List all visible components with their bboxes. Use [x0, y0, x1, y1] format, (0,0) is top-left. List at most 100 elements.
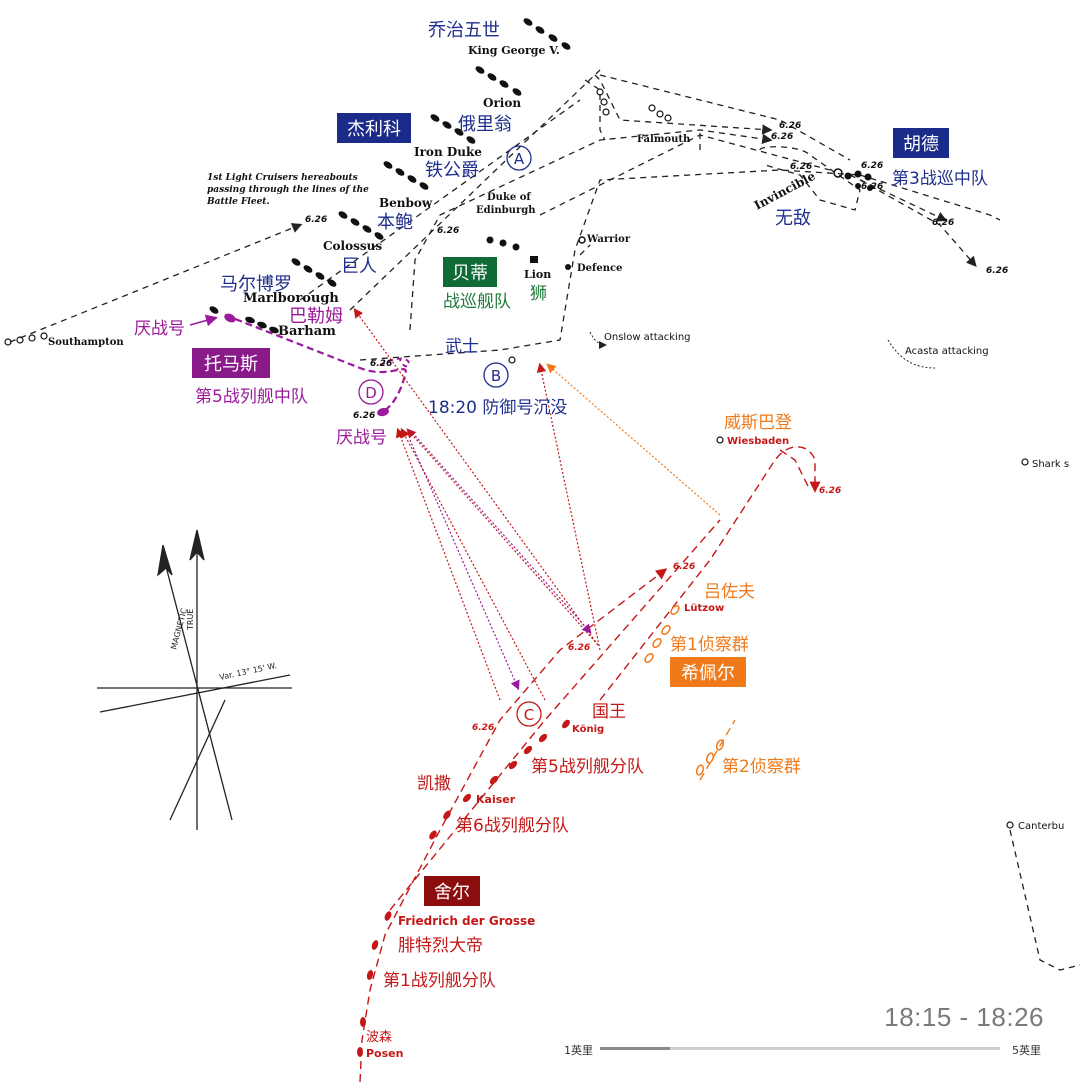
scale-bar-fill — [600, 1047, 670, 1050]
third-bc-squadron-label: 第3战巡中队 — [892, 169, 988, 189]
invincible-en: Invincible — [752, 169, 818, 213]
light-cruisers-line-2: passing through the lines of the — [207, 185, 369, 195]
marker-c: C — [516, 701, 542, 727]
thomas-box — [192, 348, 270, 378]
benbow-line — [383, 161, 429, 190]
time-range-label: 18:15 - 18:26 — [884, 1002, 1044, 1032]
southampton-ships — [4, 332, 48, 346]
marlborough-line — [291, 258, 337, 287]
svg-text:B: B — [491, 367, 501, 385]
scale-bar-track — [600, 1047, 1000, 1050]
time-mark: 6.26 — [353, 411, 375, 421]
friedrich-cn: 腓特烈大帝 — [398, 936, 483, 956]
sixth-division-label: 第6战列舰分队 — [456, 816, 569, 836]
compass-true-label: TRUE — [186, 609, 195, 631]
falmouth-en: Falmouth — [637, 134, 691, 145]
battlecruisers — [486, 236, 586, 364]
svg-text:D: D — [365, 384, 377, 402]
time-mark: 6.26 — [986, 266, 1008, 276]
invincible-cn: 无敌 — [775, 208, 811, 229]
circle-markers: A B C D — [358, 145, 542, 727]
german-tracks — [359, 446, 821, 1082]
british-ships — [4, 18, 1029, 829]
beatty-box — [443, 257, 497, 287]
warspite-label-2: 厌战号 — [336, 428, 387, 448]
jellicoe-label: 杰利科 — [347, 119, 401, 140]
southampton-en: Southampton — [48, 337, 124, 348]
colossus-en: Colossus — [323, 239, 382, 253]
light-cruisers-note: 1st Light Cruisers hereabouts passing th… — [206, 173, 369, 207]
warrior-en: Warrior — [586, 234, 631, 245]
compass: MAGNETIC TRUE Var. 13° 15' W. — [97, 529, 292, 830]
time-marks: 6.26 6.26 6.26 6.26 6.26 6.26 6.26 6.26 … — [305, 121, 1008, 733]
marker-b: B — [483, 362, 509, 388]
time-mark: 6.26 — [305, 215, 327, 225]
defence-sunk-label: 18:20 防御号沉没 — [428, 398, 567, 418]
barham-en: Barham — [278, 324, 336, 339]
time-mark: 6.26 — [861, 161, 883, 171]
onslow-label: Onslow attacking — [604, 332, 691, 343]
british-labels: 乔治五世 King George V. Orion 俄里翁 Iron Duke … — [48, 20, 1069, 832]
time-mark: 6.26 — [437, 226, 459, 236]
marlborough-en: Marlborough — [243, 291, 339, 306]
barham-line — [209, 306, 279, 334]
shark-label: Shark s — [1032, 459, 1069, 470]
thomas-label: 托马斯 — [204, 354, 258, 375]
marker-d: D — [358, 379, 384, 405]
scheer-label: 舍尔 — [434, 882, 470, 903]
friedrich-en: Friedrich der Grosse — [398, 914, 535, 928]
german-ships — [357, 719, 570, 1057]
posen-en: Posen — [366, 1047, 403, 1060]
time-mark: 6.26 — [370, 359, 392, 369]
hood-label: 胡德 — [903, 134, 939, 155]
hipper-label: 希佩尔 — [681, 663, 735, 684]
hood-squadron — [833, 168, 873, 191]
king-george-cn: 乔治五世 — [428, 20, 500, 41]
lutzow-en: Lützow — [684, 603, 724, 614]
time-mark: 6.26 — [819, 486, 841, 496]
wiesbaden-en: Wiesbaden — [727, 436, 789, 447]
benbow-en: Benbow — [379, 196, 433, 210]
scouting-ships — [644, 604, 725, 776]
acasta-label: Acasta attacking — [905, 346, 989, 357]
fifth-squadron-track — [189, 313, 410, 417]
barham-cn: 巴勒姆 — [289, 306, 343, 327]
fifth-squadron-label: 第5战列舰中队 — [195, 387, 308, 407]
svg-text:C: C — [524, 706, 534, 724]
lion-en: Lion — [524, 268, 551, 281]
fifth-division-label: 第5战列舰分队 — [531, 757, 644, 777]
iron-duke-line — [430, 114, 476, 144]
jellicoe-box — [337, 113, 411, 143]
king-george-line — [523, 18, 571, 50]
orion-line — [475, 66, 522, 96]
orion-en: Orion — [483, 96, 521, 110]
time-mark: 6.26 — [779, 121, 801, 131]
scale-left-label: 1英里 — [564, 1044, 593, 1057]
wiesbaden-cn: 威斯巴登 — [724, 413, 792, 433]
destroyer-attacks — [589, 331, 936, 369]
hipper-box — [670, 657, 746, 687]
konig-en: König — [572, 724, 604, 735]
defence-en: Defence — [577, 263, 622, 274]
benbow-cn: 本鲍 — [377, 212, 413, 233]
iron-duke-en: Iron Duke — [414, 145, 482, 159]
colossus-cn: 巨人 — [341, 256, 377, 277]
king-george-en: King George V. — [468, 44, 560, 57]
duke-edinburgh-en-2: Edinburgh — [476, 205, 536, 216]
kaiser-en: Kaiser — [476, 793, 516, 806]
british-tracks — [9, 69, 1080, 971]
german-labels: 威斯巴登 Wiesbaden 吕佐夫 Lützow 第1侦察群 第2侦察群 国王… — [366, 413, 801, 1060]
scale-right-label: 5英里 — [1012, 1044, 1041, 1057]
time-mark: 6.26 — [673, 562, 695, 572]
kaiser-cn: 凯撒 — [417, 774, 451, 794]
marlborough-cn: 马尔博罗 — [220, 274, 292, 295]
time-mark: 6.26 — [771, 132, 793, 142]
first-scouting-label: 第1侦察群 — [670, 635, 749, 655]
scheer-box — [424, 876, 480, 906]
time-mark: 6.26 — [861, 182, 883, 192]
battlecruiser-fleet-label: 战巡舰队 — [443, 292, 511, 312]
time-mark: 6.26 — [472, 723, 494, 733]
time-mark: 6.26 — [568, 643, 590, 653]
colossus-line — [338, 211, 384, 240]
svg-text:A: A — [514, 150, 525, 168]
